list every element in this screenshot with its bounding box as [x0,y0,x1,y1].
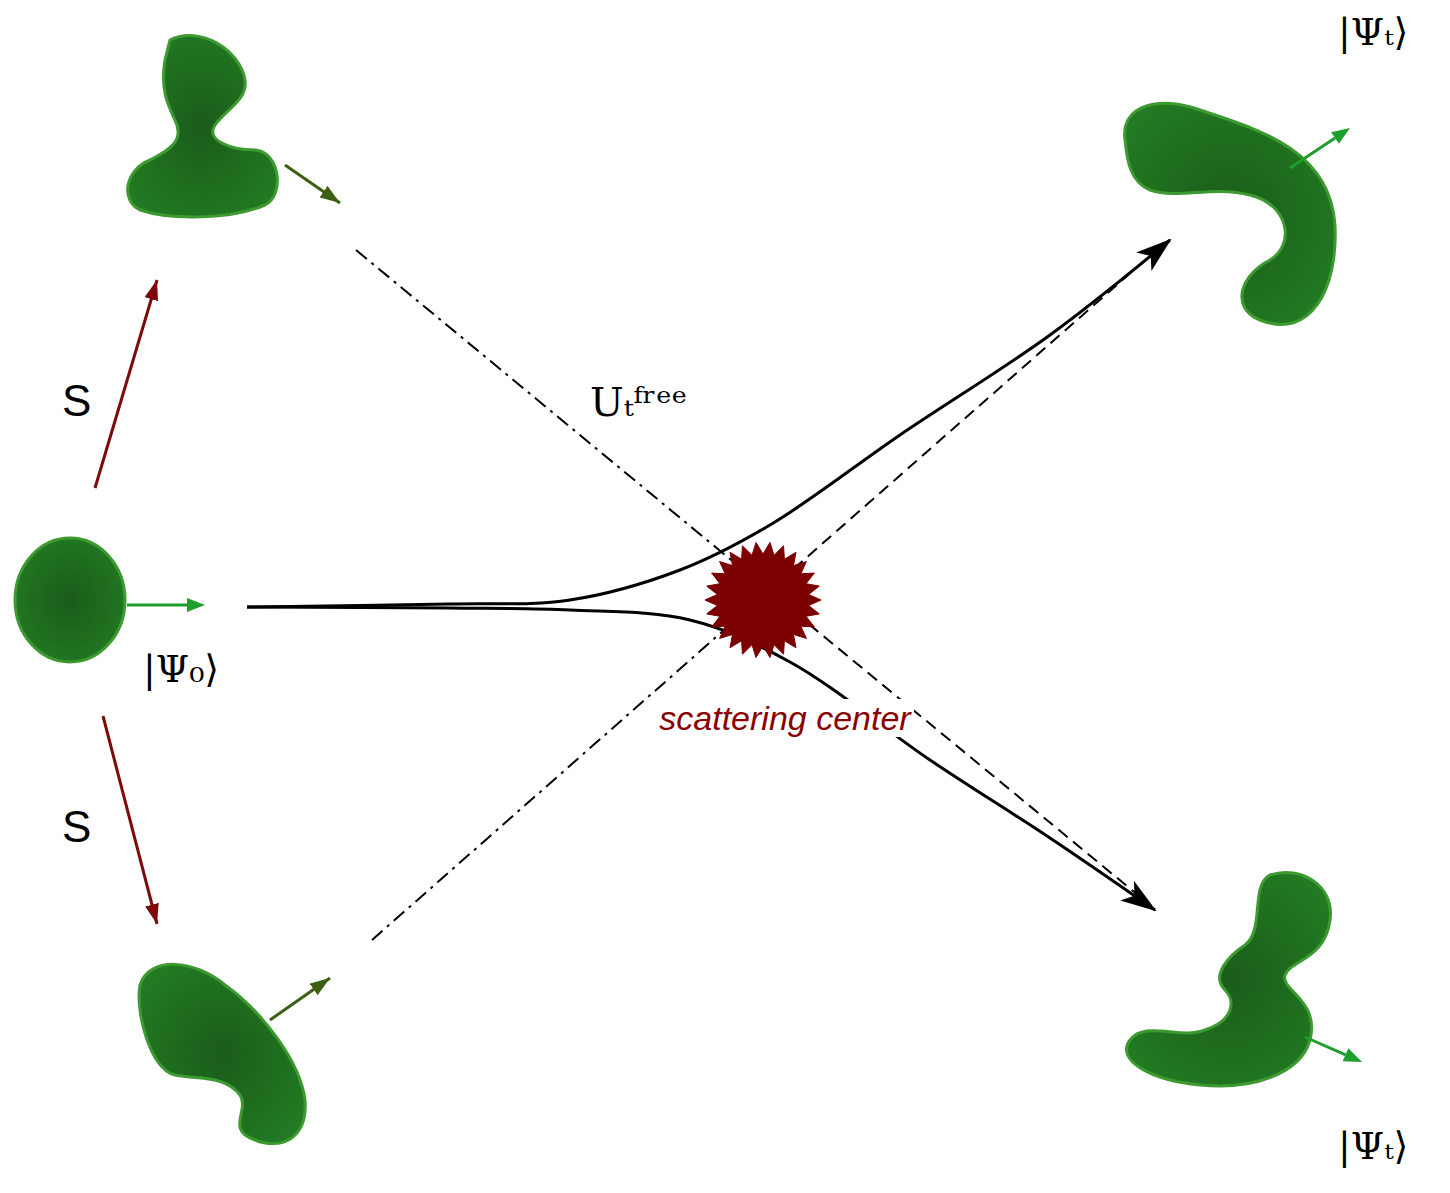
s-arrow [103,716,157,924]
momentum-arrow [1305,1037,1346,1055]
momentum-arrow [1290,138,1335,168]
operator-label: S [62,374,91,427]
state-label: |Ψ₀⟩ [143,645,219,694]
arrowhead [187,598,205,612]
wave-packet [1125,103,1336,324]
outgoing-state: |Ψₜ⟩ [1170,8,1445,338]
wave-packet [139,964,305,1143]
wave-packet [1126,872,1330,1086]
trajectory-arrow [247,240,1170,607]
free-path [765,262,1143,594]
wave-packet [128,36,278,217]
s-arrow [95,280,157,488]
free-path [356,250,765,588]
wave-packet [15,538,125,662]
initial-state: |Ψ₀⟩ [12,535,247,715]
free-path [765,588,1150,905]
free-path [372,594,765,940]
momentum-arrow [285,165,340,203]
node-outline [1170,8,1445,338]
momentum-arrow [127,604,187,607]
node-outline [655,540,919,795]
operator-label: S [62,800,91,853]
outgoing-state: |Ψₜ⟩ [1155,862,1445,1188]
scatterer-star [705,542,821,657]
scattering-center: scattering center [655,540,919,795]
region-label: scattering center [655,696,915,740]
momentum-arrow [270,978,330,1020]
operator-label: Uₜᶠʳᵉᵉ [586,378,691,426]
arrowhead [1331,128,1350,144]
arrowhead [1343,1048,1362,1062]
trajectory-arrow [247,607,1155,910]
state-label: |Ψₜ⟩ [1338,8,1408,57]
state-label: |Ψₜ⟩ [1338,1122,1408,1171]
